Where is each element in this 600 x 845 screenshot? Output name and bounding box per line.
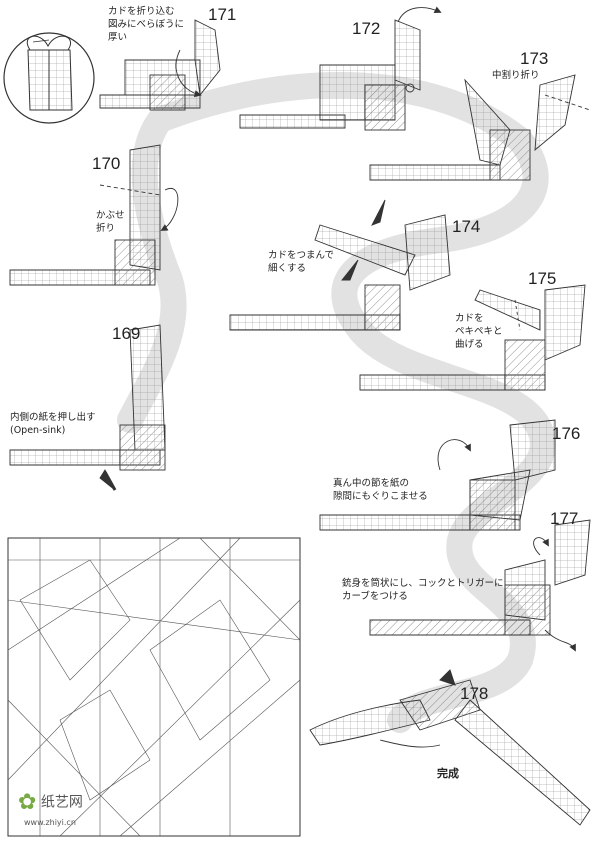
step-174-note: カドをつまんで 細くする <box>268 250 335 274</box>
step-170-number: 170 <box>92 154 121 173</box>
step-174-figure <box>229 199 451 331</box>
step-175-number: 175 <box>528 269 557 288</box>
step-172-figure <box>239 6 442 131</box>
step-178-number: 178 <box>460 684 489 703</box>
step-177-number: 177 <box>550 509 579 528</box>
step-171-figure <box>99 19 221 111</box>
watermark-brand: ✿ 纸艺网 <box>18 790 83 815</box>
step-177-note: 銃身を筒状にし、コックとトリガーに カーブをつける <box>342 578 504 602</box>
step-174-number: 174 <box>452 217 481 236</box>
step-170-note: かぶせ 折り <box>96 210 125 234</box>
watermark-url: www.zhiyi.cn <box>24 818 76 827</box>
step-171-number: 171 <box>208 5 237 24</box>
step-175-note: カドを ペキペキと 曲げる <box>455 313 503 350</box>
step-171-note: カドを折り込む 図みにべらぼうに 厚い <box>108 6 185 43</box>
inset-detail <box>3 32 95 124</box>
step-176-note: 真ん中の節を紙の 隙間にもぐりこませる <box>333 478 428 502</box>
step-169-figure <box>9 324 166 491</box>
completion-label: 完成 <box>437 767 459 780</box>
step-169-note: 内側の紙を押し出す (Open-sink) <box>10 412 96 436</box>
step-175-figure <box>359 284 586 391</box>
step-173-number: 173 <box>520 49 549 68</box>
step-173-note: 中割り折り <box>492 70 540 81</box>
crease-pattern <box>7 537 301 837</box>
step-170-figure <box>9 144 179 286</box>
step-169-number: 169 <box>112 324 141 343</box>
step-172-number: 172 <box>352 19 381 38</box>
step-178-figure <box>309 669 591 826</box>
leaf-logo-icon: ✿ <box>18 790 37 815</box>
step-177-figure <box>369 519 591 652</box>
step-173-figure <box>369 74 591 181</box>
step-176-figure <box>319 419 556 531</box>
step-176-number: 176 <box>552 424 581 443</box>
